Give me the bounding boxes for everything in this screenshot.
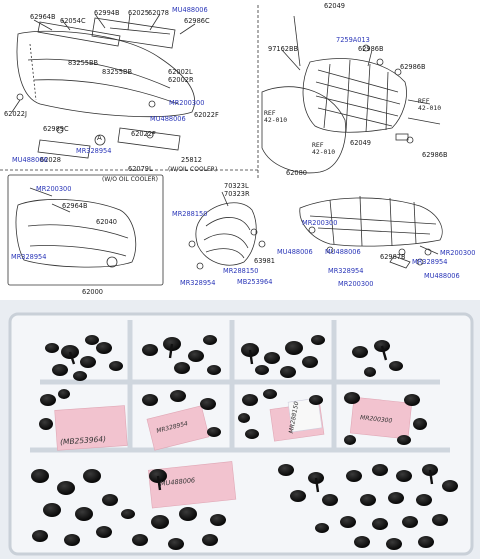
part-label: 62022J bbox=[4, 110, 27, 118]
part-label: 62986B bbox=[422, 151, 448, 159]
part-label: 62964B bbox=[62, 202, 88, 210]
part-number-label: MU488006 bbox=[424, 272, 460, 280]
part-label: 62987B bbox=[380, 253, 406, 261]
part-label: 62049 bbox=[324, 2, 345, 10]
part-label: 62049 bbox=[350, 139, 371, 147]
part-label: 62000 bbox=[82, 288, 103, 296]
part-number-label: MU488006 bbox=[12, 156, 48, 164]
part-number-label: MR328954 bbox=[328, 267, 364, 275]
note-with-oil-cooler: (W/OIL COOLER) bbox=[168, 166, 218, 173]
part-number-label: MB253964 bbox=[237, 278, 273, 286]
part-label: 62994B bbox=[94, 9, 120, 17]
part-label: 70323R bbox=[224, 190, 250, 198]
part-label: 62080 bbox=[286, 169, 307, 177]
part-number-label: MR200300 bbox=[338, 280, 374, 288]
ref-box: REF 42-010 bbox=[312, 141, 336, 157]
part-number-label: MR288150 bbox=[223, 267, 259, 275]
part-label: 63981 bbox=[254, 257, 275, 265]
part-number-label: MR328954 bbox=[180, 279, 216, 287]
parts-diagram: 62964B 62054C 62994B 62025 62078 62986C … bbox=[0, 2, 476, 296]
part-label: 62079L bbox=[128, 165, 153, 173]
part-label: 62986B bbox=[358, 45, 384, 53]
part-number-label: MR328954 bbox=[11, 253, 47, 261]
part-number-label: MU488006 bbox=[277, 248, 313, 256]
part-label: 62078 bbox=[148, 9, 169, 17]
part-label: 62002L bbox=[168, 68, 193, 76]
part-label: 62986B bbox=[400, 63, 426, 71]
part-label: 62040 bbox=[96, 218, 117, 226]
part-label: 62964B bbox=[30, 13, 56, 21]
part-label: 83255BB bbox=[68, 59, 99, 67]
part-number-label: MR328954 bbox=[412, 258, 448, 266]
part-label: 62054C bbox=[60, 17, 86, 25]
part-label: 62022F bbox=[131, 130, 156, 138]
ref-box: REF 42-010 bbox=[418, 97, 442, 113]
part-number-label: 7259A013 bbox=[336, 36, 370, 44]
part-label: 62986C bbox=[184, 17, 210, 25]
part-number-label: MU488006 bbox=[325, 248, 361, 256]
part-label: 83255BB bbox=[102, 68, 133, 76]
part-number-label: MR200300 bbox=[302, 219, 338, 227]
part-label: 70323L bbox=[224, 182, 249, 190]
part-number-label: MU488006 bbox=[172, 6, 208, 14]
part-number-label: MR200300 bbox=[36, 185, 72, 193]
note-without-oil-cooler: (W/O OIL COOLER) bbox=[102, 176, 158, 183]
diagram-linework bbox=[0, 5, 443, 286]
part-number-label: MR288150 bbox=[172, 210, 208, 218]
part-number-label: MU488006 bbox=[150, 115, 186, 123]
part-label: 97162BB bbox=[268, 45, 299, 53]
part-label: 62025 bbox=[128, 9, 149, 17]
part-label: 62022F bbox=[194, 111, 219, 119]
callout-a: A bbox=[97, 134, 102, 142]
organizer-box-drawing bbox=[0, 300, 480, 559]
part-label: 62028 bbox=[40, 156, 61, 164]
ref-box: REF 42-010 bbox=[264, 109, 288, 125]
part-number-label: MR328954 bbox=[76, 147, 112, 155]
part-label: 62989C bbox=[43, 125, 69, 133]
parts-organizer-photo: (MB253964) MR328954 MR288150 MR200300 MU… bbox=[0, 300, 480, 559]
part-label: 25812 bbox=[181, 156, 202, 164]
part-number-label: MR200300 bbox=[440, 249, 476, 257]
part-label: 62002R bbox=[168, 76, 194, 84]
part-number-label: MR200300 bbox=[169, 99, 205, 107]
